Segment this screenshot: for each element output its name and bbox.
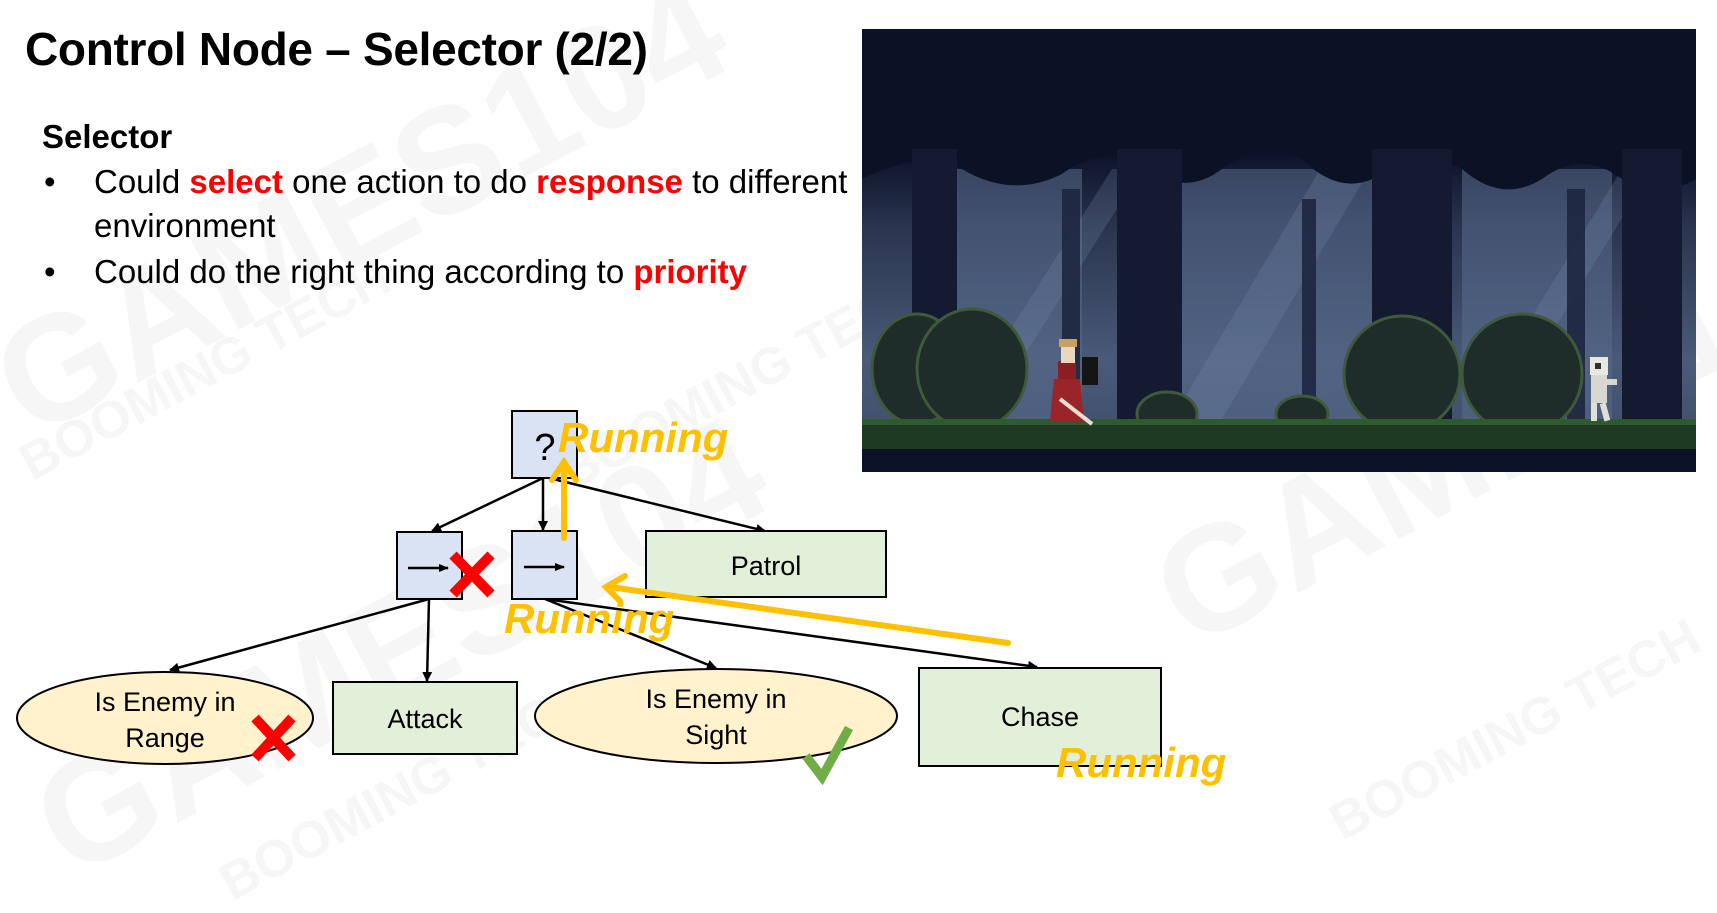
emphasis-priority: priority xyxy=(633,253,748,290)
behavior-tree-diagram: ? Patrol Is Enemy in Range Attack Is Ene… xyxy=(16,410,1226,786)
sequence-node-2[interactable] xyxy=(511,530,578,600)
fail-mark-icon xyxy=(449,551,495,598)
running-status-sequence: Running xyxy=(504,595,674,642)
edge-seq2-sight xyxy=(544,597,717,670)
slide-title: Control Node – Selector (2/2) xyxy=(25,23,648,75)
chase-label: Chase xyxy=(1001,702,1079,732)
knight-character xyxy=(1050,339,1098,426)
bullet-list: • Could select one action to do response… xyxy=(42,160,862,294)
game-screenshot xyxy=(862,29,1696,472)
bullet-text: Could do the right thing according to xyxy=(94,253,634,290)
running-arrowhead xyxy=(549,456,579,483)
forest-scene xyxy=(862,29,1696,472)
patrol-action-node[interactable]: Patrol xyxy=(645,530,887,598)
running-status-selector: Running xyxy=(558,414,728,461)
condition-label: Range xyxy=(125,723,205,753)
running-arrow-left xyxy=(607,584,1011,646)
running-arrowhead xyxy=(601,573,628,604)
success-check-icon xyxy=(802,725,853,786)
patrol-label: Patrol xyxy=(731,551,802,581)
running-status-chase: Running xyxy=(1056,739,1226,786)
sequence-node-1[interactable] xyxy=(396,531,463,600)
bullet-item: • Could do the right thing according to … xyxy=(42,250,862,294)
bullet-text: Could xyxy=(94,163,190,200)
bullet-text: to different environment xyxy=(94,163,848,244)
bullet-item: • Could select one action to do response… xyxy=(42,160,884,248)
fail-mark-icon xyxy=(251,714,296,762)
tree-edges xyxy=(169,476,1038,682)
condition-label: Is Enemy in xyxy=(94,687,235,717)
bullet-marker: • xyxy=(44,163,56,200)
section-heading: Selector xyxy=(42,118,173,155)
condition-label: Is Enemy in xyxy=(645,684,786,714)
edge-selector-seq1 xyxy=(431,476,544,533)
attack-action-node[interactable]: Attack xyxy=(332,681,518,755)
edge-selector-patrol xyxy=(548,476,766,534)
emphasis-response: response xyxy=(536,163,683,200)
is-enemy-in-sight-condition[interactable]: Is Enemy in Sight xyxy=(534,668,898,764)
bullet-marker: • xyxy=(44,253,56,290)
bullet-text: one action to do xyxy=(282,163,537,200)
attack-label: Attack xyxy=(387,704,463,734)
selector-symbol: ? xyxy=(534,427,555,469)
running-flow xyxy=(549,456,1011,646)
chase-action-node[interactable]: Chase xyxy=(918,667,1162,767)
skeleton-enemy xyxy=(1590,357,1617,422)
emphasis-select: select xyxy=(189,163,283,200)
is-enemy-in-range-condition[interactable]: Is Enemy in Range xyxy=(16,671,314,765)
edge-seq2-chase xyxy=(544,597,1038,671)
condition-label: Sight xyxy=(685,720,747,750)
edge-seq1-range xyxy=(169,597,430,673)
edge-seq1-attack xyxy=(422,598,433,682)
